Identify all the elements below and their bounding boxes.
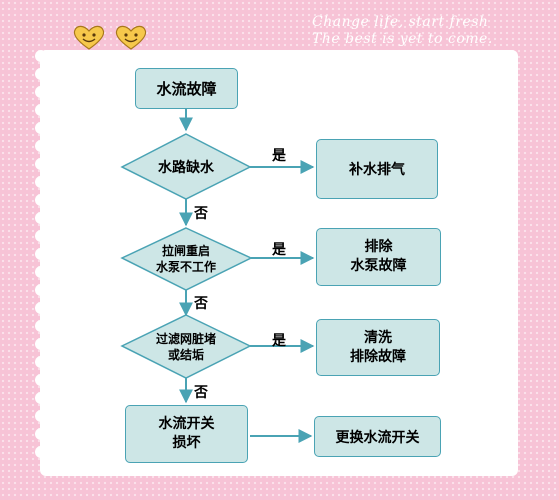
final-box-line-1: 水流开关 bbox=[158, 416, 215, 433]
decision-label-2: 拉闸重启 水泵不工作 bbox=[132, 241, 240, 277]
decision-label-3: 过滤网脏堵 或结垢 bbox=[132, 329, 240, 365]
final-action-box: 更换水流开关 bbox=[314, 416, 441, 457]
smiling-heart-face-icon bbox=[73, 25, 105, 50]
decision-label-3-line-1: 过滤网脏堵 bbox=[155, 331, 216, 346]
start-box: 水流故障 bbox=[135, 68, 238, 109]
decision-diamond-2 bbox=[120, 227, 253, 291]
decision-label-3-line-2: 或结垢 bbox=[167, 348, 204, 362]
action-box-2-line-1: 排除 bbox=[364, 239, 393, 256]
yes-label-1: 是 bbox=[272, 148, 286, 164]
decision-diamond-1 bbox=[120, 133, 252, 200]
action-box-3-line-2: 排除故障 bbox=[350, 348, 406, 365]
decision-diamond-3 bbox=[120, 314, 252, 379]
action-box-3-line-1: 清洗 bbox=[364, 329, 392, 346]
decision-label-2-line-2: 水泵不工作 bbox=[155, 260, 216, 274]
final-box-line-2: 损坏 bbox=[172, 435, 201, 451]
action-box-2-line-2: 水泵故障 bbox=[350, 258, 407, 274]
no-label-1: 否 bbox=[194, 206, 208, 222]
smiling-heart-face-icon bbox=[115, 25, 147, 50]
watermark-line-2: The best is yet to come. bbox=[312, 31, 493, 47]
final-box: 水流开关 损坏 bbox=[125, 405, 248, 463]
decision-label-2-line-1: 拉闸重启 bbox=[161, 243, 210, 258]
decision-label-1: 水路缺水 bbox=[158, 160, 214, 176]
no-label-3: 否 bbox=[194, 385, 208, 401]
watermark-line-1: Change life, start fresh bbox=[312, 14, 489, 30]
yes-label-3: 是 bbox=[272, 333, 286, 349]
action-box-3: 清洗 排除故障 bbox=[316, 319, 440, 376]
action-box-1: 补水排气 bbox=[316, 139, 438, 199]
action-box-2: 排除 水泵故障 bbox=[316, 228, 441, 286]
no-label-2: 否 bbox=[194, 296, 208, 312]
yes-label-2: 是 bbox=[272, 242, 286, 258]
